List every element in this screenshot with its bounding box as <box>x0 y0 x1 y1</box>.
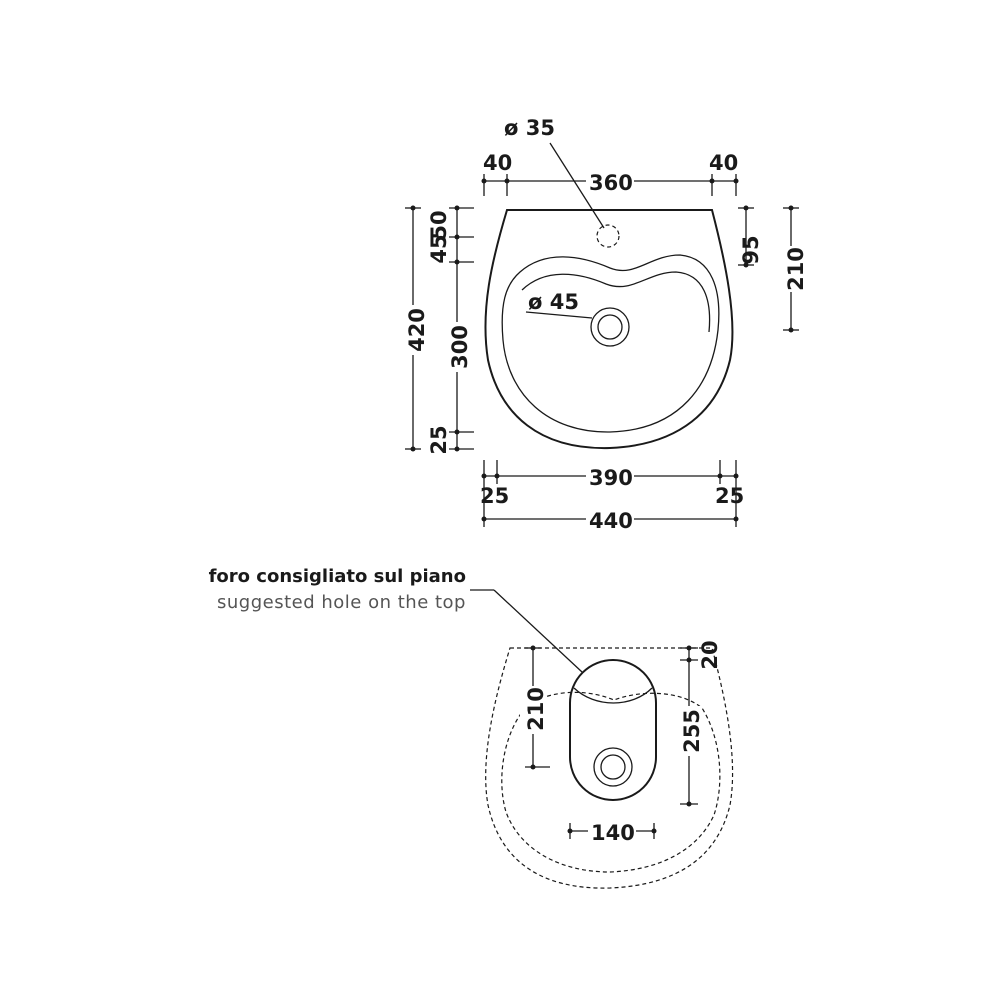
drain-hole-label: ø 45 <box>528 290 579 314</box>
dim-left-45: 45 <box>427 234 451 263</box>
dim-hole-210: 210 <box>524 687 548 731</box>
suggested-hole-rim <box>573 687 653 704</box>
right-dimensions <box>738 205 804 333</box>
hole-leaders <box>525 142 605 319</box>
dim-top-left-40: 40 <box>483 151 512 175</box>
basin-inner-rim <box>521 271 711 333</box>
basin-top-view <box>484 209 734 450</box>
dim-right-210: 210 <box>784 247 808 291</box>
dim-bottom-390: 390 <box>589 466 633 490</box>
tap-hole-label: ø 35 <box>504 116 555 140</box>
drain-outer-top <box>593 747 633 787</box>
dim-bottom-440: 440 <box>589 509 633 533</box>
caption-italian: foro consigliato sul piano <box>209 566 466 587</box>
dim-hole-255: 255 <box>680 709 704 753</box>
suggested-hole <box>569 659 657 801</box>
dim-top-right-40: 40 <box>709 151 738 175</box>
tap-hole <box>596 224 620 248</box>
drain-leader <box>525 311 593 319</box>
drain-outer <box>590 307 630 347</box>
left-dimensions <box>400 205 474 452</box>
basin-outline <box>484 209 734 450</box>
dim-hole-140: 140 <box>591 821 635 845</box>
dim-left-300: 300 <box>448 325 472 369</box>
dim-left-50: 50 <box>427 210 451 239</box>
basin-footprint-outer <box>485 647 734 889</box>
caption-leader <box>493 589 583 673</box>
bottom-dimensions <box>481 460 739 532</box>
tap-hole-leader <box>549 142 605 229</box>
dim-top-360: 360 <box>589 171 633 195</box>
basin-bowl <box>501 254 720 433</box>
top-dimension <box>481 168 739 196</box>
countertop-view <box>485 647 734 889</box>
caption-english: suggested hole on the top <box>217 592 466 613</box>
dim-left-420: 420 <box>405 308 429 352</box>
dim-right-95: 95 <box>739 235 763 264</box>
dim-left-25: 25 <box>427 425 451 454</box>
countertop-dimensions <box>520 645 702 844</box>
basin-footprint-inner <box>501 691 721 873</box>
dim-hole-20: 20 <box>698 640 722 669</box>
dim-bottom-left-25: 25 <box>480 484 509 508</box>
drain-inner <box>597 314 623 340</box>
dim-bottom-right-25: 25 <box>715 484 744 508</box>
drain-inner-top <box>600 754 626 780</box>
